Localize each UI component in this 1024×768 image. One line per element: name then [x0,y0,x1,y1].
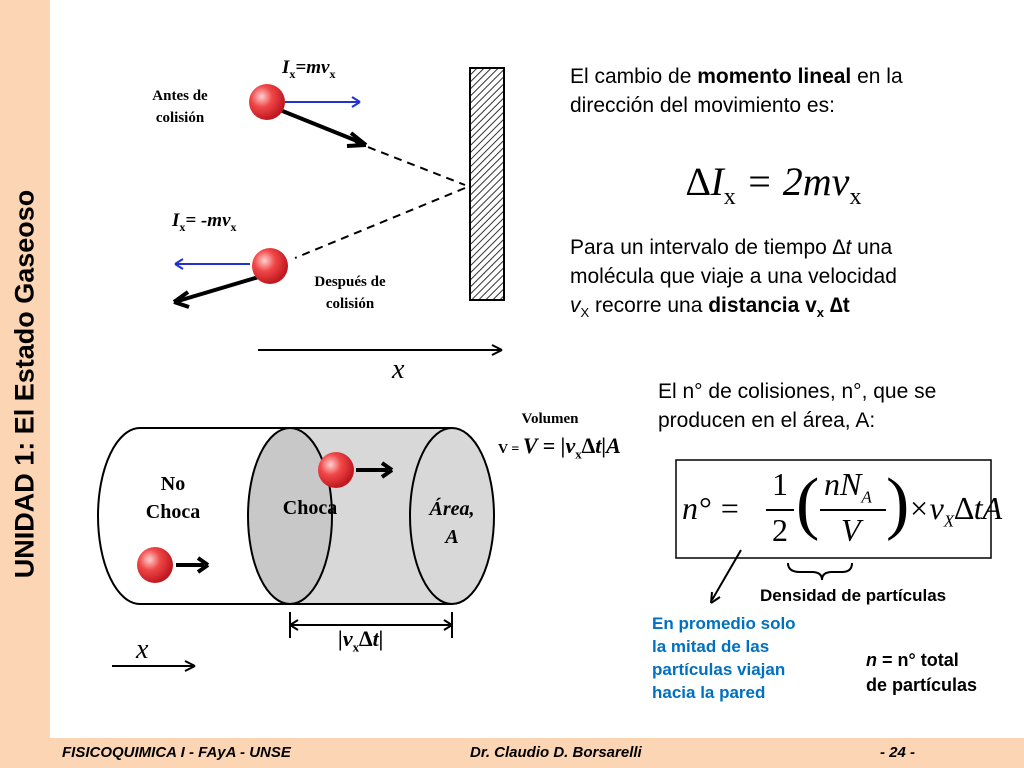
molecule-before [249,84,285,120]
half-pointer-arrow [711,549,742,601]
molecule-choca [318,452,354,488]
momentum-after-label: Ix= -mvx [172,210,237,234]
density-brace [787,562,853,581]
footer: FISICOQUIMICA I - FAyA - UNSE Dr. Claudi… [0,738,1024,768]
momentum-change-equation: ∆Ix = 2mvx [686,159,862,210]
density-note: Densidad de partículas [760,586,947,605]
area-label: Área,A [429,498,475,548]
wall [469,67,505,301]
footer-course: FISICOQUIMICA I - FAyA - UNSE [62,744,291,761]
cylinder-body [140,427,452,605]
length-label: |vx∆t| [338,626,384,655]
velocity-after-arrow [177,274,263,303]
choca-label: Choca [282,497,338,519]
molecule-no-choca [137,547,173,583]
volume-formula: V = V = |vx∆t|A [498,433,621,462]
collision-count-formula: n° = 1 2 ( nNA V ) ×vX∆tA [682,465,1003,548]
volume-title: Volumen [521,411,579,427]
x-axis-label-top: x [392,354,405,385]
cylinder-area-face [409,427,495,605]
x-axis-label-bottom: x [136,634,149,665]
momentum-before-label: Ix=mvx [282,57,336,81]
molecule-after [252,248,288,284]
sidebar: UNIDAD 1: El Estado Gaseoso [0,0,50,768]
cylinder-left-end [97,427,141,605]
footer-page-number: - 24 - [880,744,916,761]
footer-author: Dr. Claudio D. Borsarelli [470,744,642,761]
velocity-before-arrow [279,108,363,145]
distance-text: Para un intervalo de tiempo ∆t una moléc… [570,236,897,321]
outgoing-path [294,187,466,259]
momentum-change-text: El cambio de momento lineal en la direcc… [570,65,903,117]
incoming-path [354,141,466,186]
